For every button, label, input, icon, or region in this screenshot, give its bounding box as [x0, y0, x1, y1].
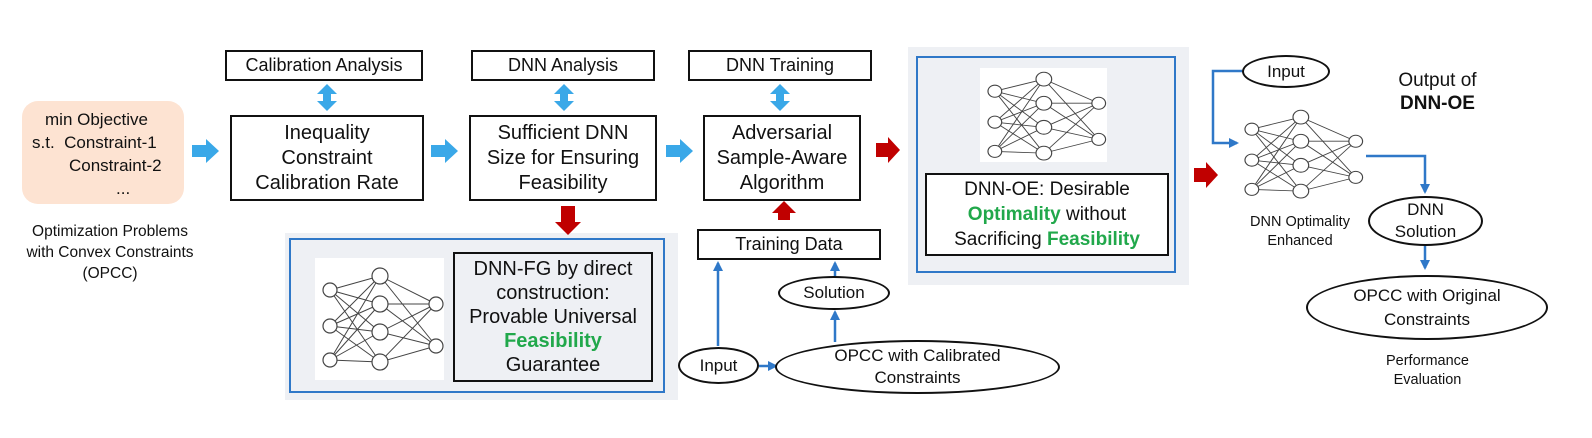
opcc-caption-line-3: (OPCC) — [82, 264, 138, 282]
dnn-size-box: Sufficient DNN Size for Ensuring Feasibi… — [469, 115, 657, 201]
adversarial-algorithm-box: Adversarial Sample-Aware Algorithm — [703, 115, 861, 201]
dnn-oe-box: DNN-OE: Desirable Optimality without Sac… — [925, 173, 1169, 256]
dnn-fg-line-3: Provable Universal — [469, 306, 637, 328]
output-title-line-2: DNN-OE — [1400, 93, 1475, 114]
ellipsis-line: ... — [116, 179, 131, 198]
opcc-calibrated-line-1: OPCC with Calibrated — [834, 346, 1001, 365]
dnn-fg-line-2: construction: — [496, 282, 610, 304]
dnn-oe-line-1: DNN-OE: Desirable — [964, 179, 1130, 200]
solution-ellipse: Solution — [778, 276, 890, 310]
performance-line-1: Performance — [1385, 353, 1469, 369]
opcc-problem-box: min Objective s.t. Constraint-1 Constrai… — [22, 101, 184, 204]
constraint-1-line: s.t. Constraint-1 — [32, 133, 157, 152]
dnn-oe-line-3-start: Sacrificing — [954, 229, 1047, 250]
dnn-fg-box: DNN-FG by direct construction: Provable … — [453, 252, 653, 382]
output-input-ellipse: Input — [1242, 55, 1330, 88]
opcc-calibrated-line-2: Constraints — [874, 368, 961, 387]
dnn-fg-feasibility-highlight: Feasibility — [504, 330, 602, 352]
opcc-caption-line-2: with Convex Constraints — [26, 243, 194, 261]
dnn-size-line-3: Feasibility — [518, 171, 608, 194]
output-title: Output of DNN-OE — [1380, 68, 1495, 116]
performance-line-2: Evaluation — [1393, 372, 1462, 388]
dnn-oe-line-2-rest: without — [1060, 204, 1127, 225]
dnn-fg-network-icon — [315, 258, 444, 380]
performance-evaluation-caption: Performance Evaluation — [1355, 350, 1500, 392]
dnn-training-label: DNN Training — [688, 50, 872, 81]
calibration-analysis-label: Calibration Analysis — [225, 50, 423, 81]
calibration-rate-line-1: Inequality — [284, 121, 370, 144]
dnn-fg-line-1: DNN-FG by direct — [473, 258, 633, 280]
calibration-rate-box: Inequality Constraint Calibration Rate — [230, 115, 424, 201]
constraint-2-line: Constraint-2 — [69, 156, 162, 175]
dnn-oe-frame — [916, 56, 1176, 273]
adversarial-line-2: Sample-Aware — [716, 146, 848, 169]
dnn-size-line-1: Sufficient DNN — [497, 121, 629, 144]
objective-line: min Objective — [45, 110, 148, 129]
blue-connectors — [713, 69, 1430, 371]
dnn-fg-frame — [289, 238, 665, 393]
dnn-oe-feasibility-highlight: Feasibility — [1047, 229, 1140, 250]
opcc-caption: Optimization Problems with Convex Constr… — [10, 219, 210, 285]
dnn-solution-ellipse: DNN Solution — [1368, 196, 1483, 246]
calibration-rate-line-3: Calibration Rate — [255, 171, 399, 194]
opcc-original-line-1: OPCC with Original — [1353, 285, 1501, 305]
dnn-fg-line-5: Guarantee — [505, 354, 601, 376]
enhanced-caption-line-1: DNN Optimality — [1250, 214, 1350, 230]
red-arrow-icons — [555, 137, 1218, 235]
dnn-oe-line-2: Optimality without — [968, 202, 1126, 227]
dnn-analysis-label: DNN Analysis — [471, 50, 655, 81]
opcc-caption-line-1: Optimization Problems — [32, 222, 188, 240]
opcc-original-ellipse: OPCC with Original Constraints — [1306, 275, 1548, 340]
calibration-rate-line-2: Constraint — [281, 146, 373, 169]
dnn-solution-line-2: Solution — [1394, 222, 1457, 241]
double-arrow-icons — [317, 84, 790, 111]
output-network-icon — [1237, 105, 1365, 200]
right-arrow-icons — [192, 139, 693, 163]
dnn-solution-line-1: DNN — [1407, 200, 1444, 219]
opcc-calibrated-ellipse: OPCC with Calibrated Constraints — [775, 340, 1060, 394]
enhanced-caption-line-2: Enhanced — [1267, 233, 1333, 249]
adversarial-line-1: Adversarial — [731, 121, 833, 144]
adversarial-line-3: Algorithm — [739, 171, 825, 194]
opcc-original-line-2: Constraints — [1384, 309, 1470, 329]
dnn-size-line-2: Size for Ensuring — [486, 146, 640, 169]
dnn-oe-line-3: Sacrificing Feasibility — [954, 227, 1140, 252]
output-title-line-1: Output of — [1398, 70, 1477, 91]
training-input-ellipse: Input — [678, 347, 759, 384]
optimality-enhanced-caption: DNN Optimality Enhanced — [1225, 212, 1375, 252]
dnn-oe-optimality-highlight: Optimality — [967, 204, 1061, 225]
training-data-box: Training Data — [697, 229, 881, 260]
dnn-oe-network-icon — [980, 68, 1107, 162]
